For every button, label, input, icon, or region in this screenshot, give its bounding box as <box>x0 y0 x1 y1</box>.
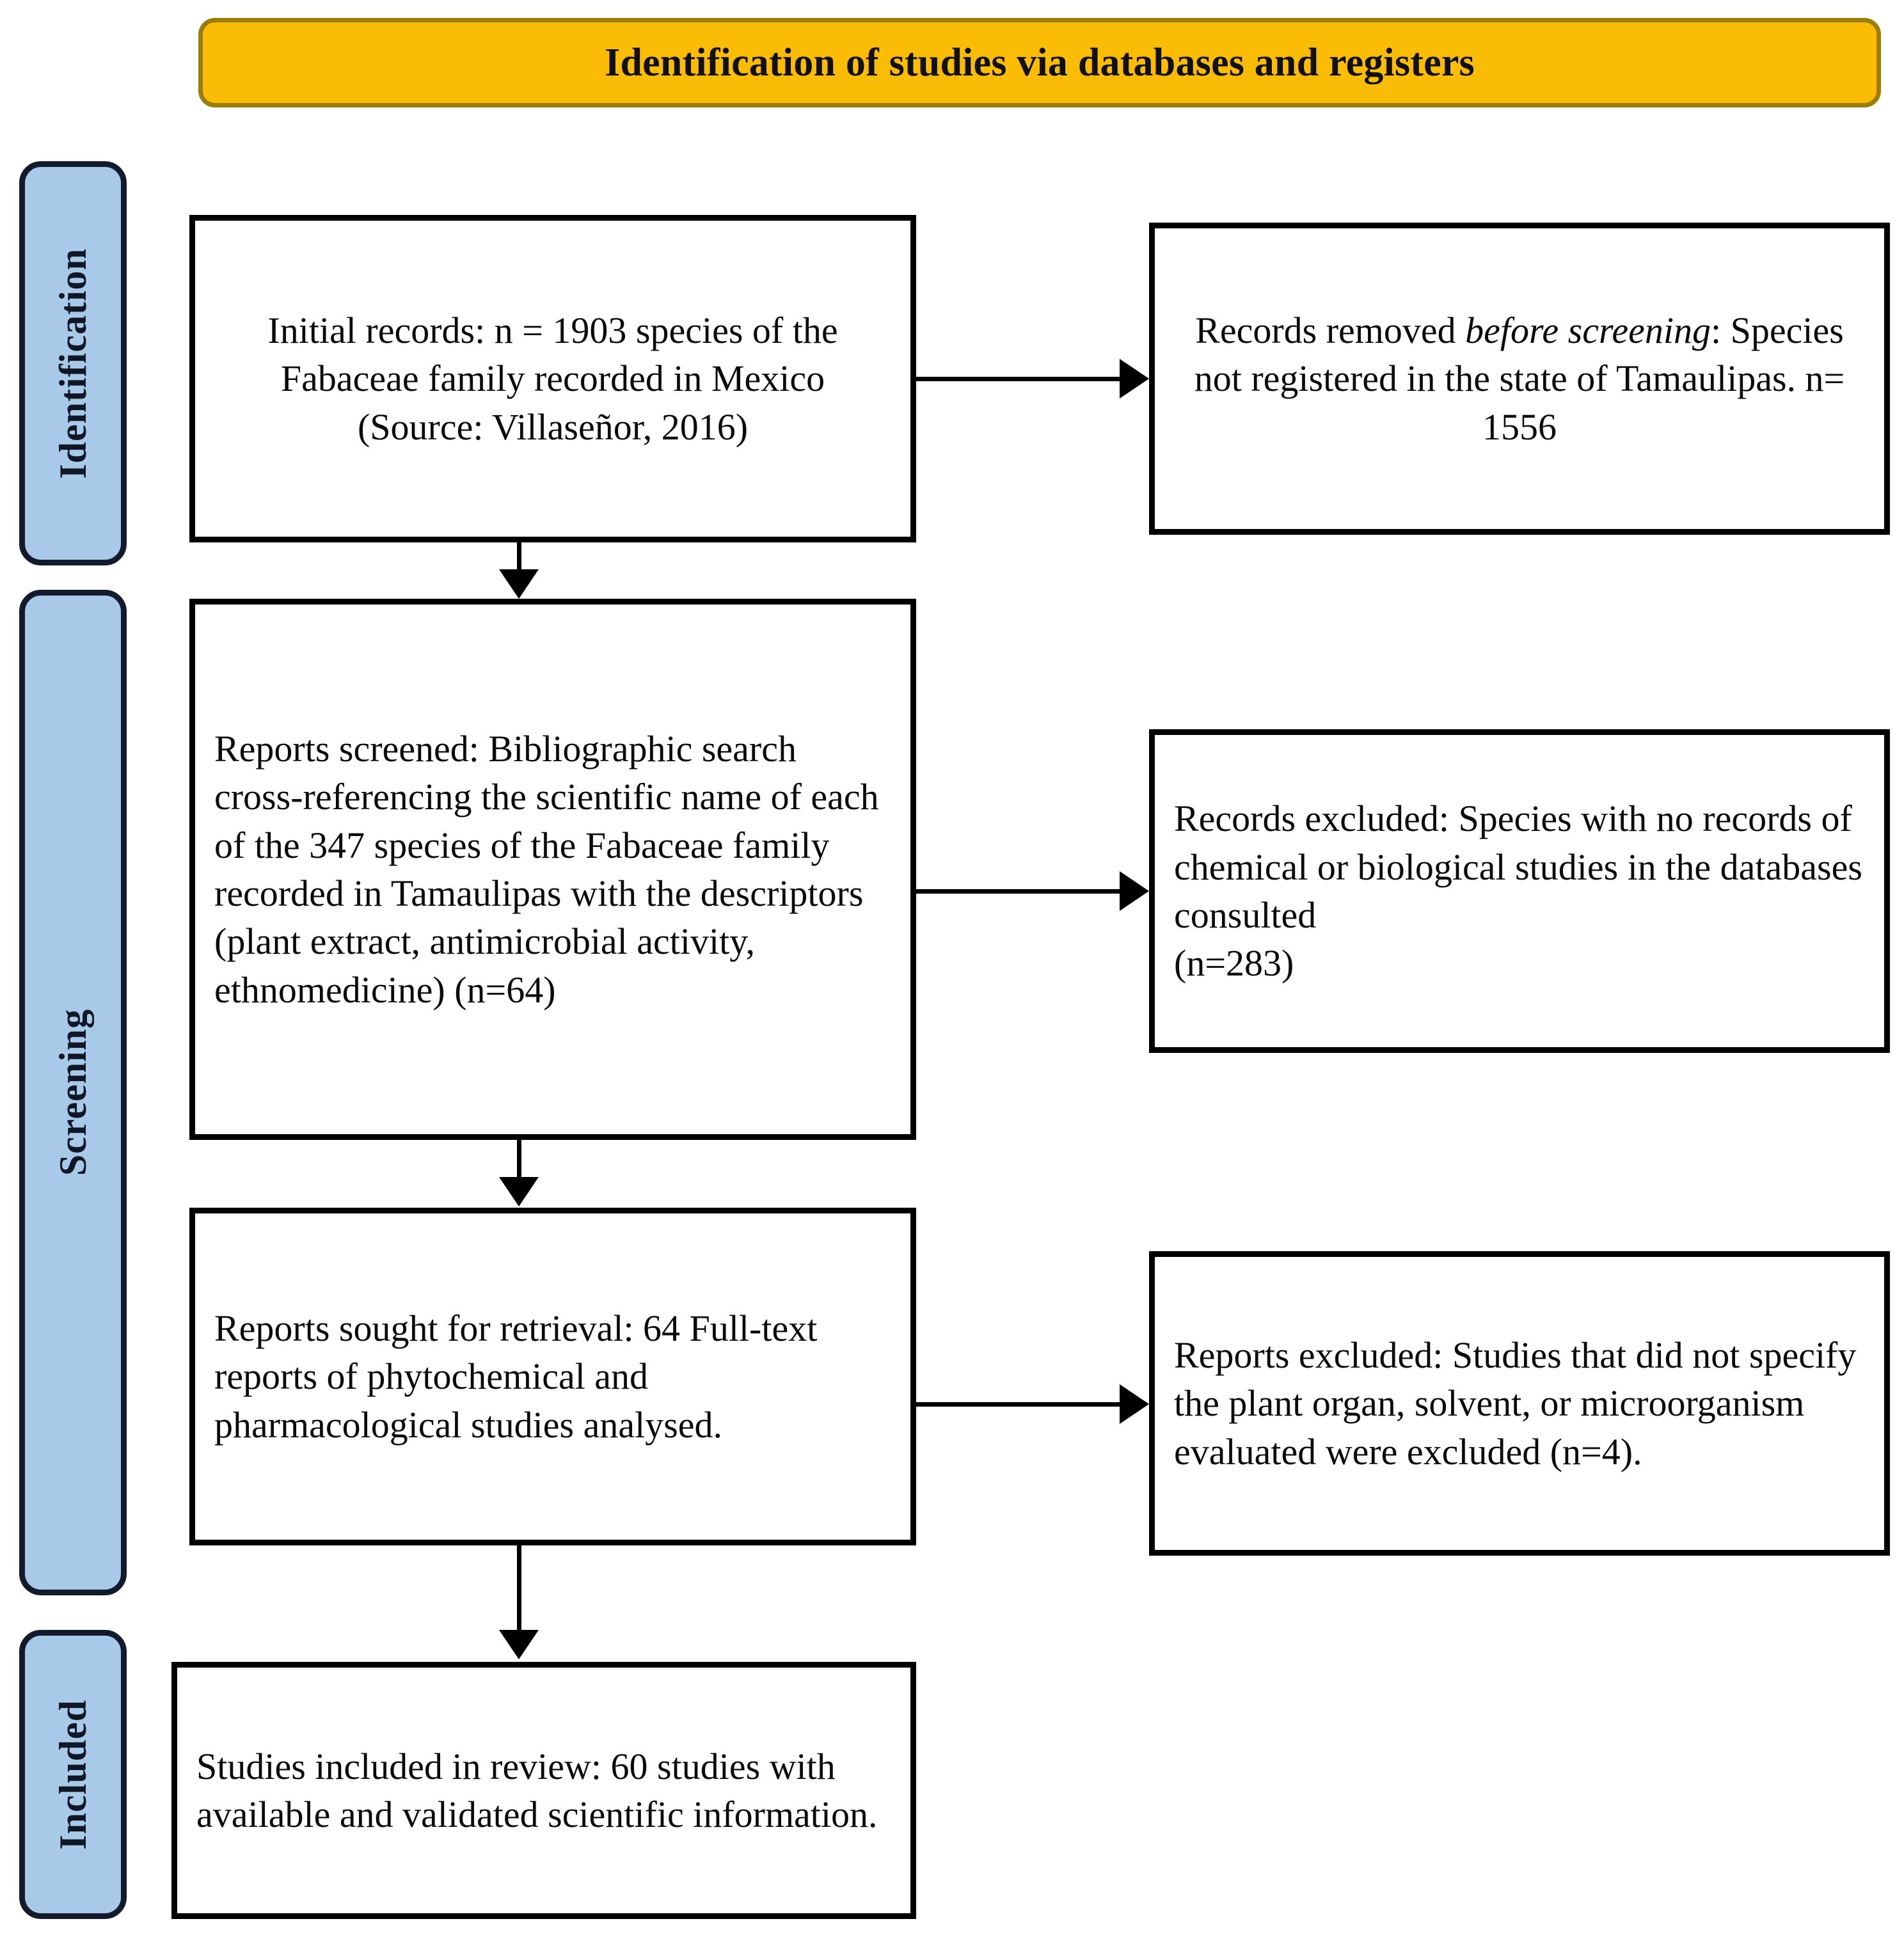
arrow-head-down-icon <box>499 569 539 599</box>
box-records-removed-text: Records removed before screening: Specie… <box>1174 306 1865 451</box>
connector-shaft <box>517 542 521 580</box>
box-initial-records: Initial records: n = 1903 species of the… <box>189 215 916 542</box>
diagram-title: Identification of studies via databases … <box>605 40 1475 84</box>
arrow-head-down-icon <box>499 1630 539 1659</box>
records-removed-suffix: : Species not registered in the state of… <box>1194 309 1845 448</box>
box-reports-excluded: Reports excluded: Studies that did not s… <box>1149 1251 1890 1556</box>
records-removed-prefix: Records removed <box>1195 309 1466 351</box>
stage-bar-included: Included <box>19 1630 127 1919</box>
box-initial-records-text: Initial records: n = 1903 species of the… <box>267 309 838 448</box>
box-records-excluded: Records excluded: Species with no record… <box>1149 729 1890 1053</box>
box-records-removed: Records removed before screening: Specie… <box>1149 223 1890 535</box>
box-reports-excluded-text: Reports excluded: Studies that did not s… <box>1174 1334 1857 1473</box>
box-records-excluded-text: Records excluded: Species with no record… <box>1174 798 1862 984</box>
diagram-header-banner: Identification of studies via databases … <box>198 18 1881 107</box>
stage-label-included: Included <box>51 1699 94 1850</box>
stage-bar-identification: Identification <box>19 161 127 565</box>
box-reports-screened-text: Reports screened: Bibliographic search c… <box>214 727 879 1011</box>
connector-shaft <box>517 1545 521 1631</box>
stage-label-identification: Identification <box>51 248 94 479</box>
arrow-head-right-icon <box>1120 871 1149 911</box>
box-studies-included-text: Studies included in review: 60 studies w… <box>196 1745 878 1835</box>
box-reports-sought-text: Reports sought for retrieval: 64 Full-te… <box>214 1307 818 1446</box>
connector-shaft <box>916 377 1120 381</box>
connector-shaft <box>517 1140 521 1180</box>
connector-shaft <box>916 889 1120 894</box>
arrow-head-down-icon <box>499 1177 539 1206</box>
connector-shaft <box>916 1402 1120 1407</box>
box-reports-screened: Reports screened: Bibliographic search c… <box>189 599 916 1140</box>
box-reports-sought: Reports sought for retrieval: 64 Full-te… <box>189 1208 916 1545</box>
stage-bar-screening: Screening <box>19 590 127 1595</box>
box-studies-included: Studies included in review: 60 studies w… <box>171 1662 916 1919</box>
arrow-head-right-icon <box>1120 1384 1149 1424</box>
stage-label-screening: Screening <box>51 1009 94 1176</box>
records-removed-italic: before screening <box>1465 309 1711 351</box>
arrow-head-right-icon <box>1120 359 1149 399</box>
